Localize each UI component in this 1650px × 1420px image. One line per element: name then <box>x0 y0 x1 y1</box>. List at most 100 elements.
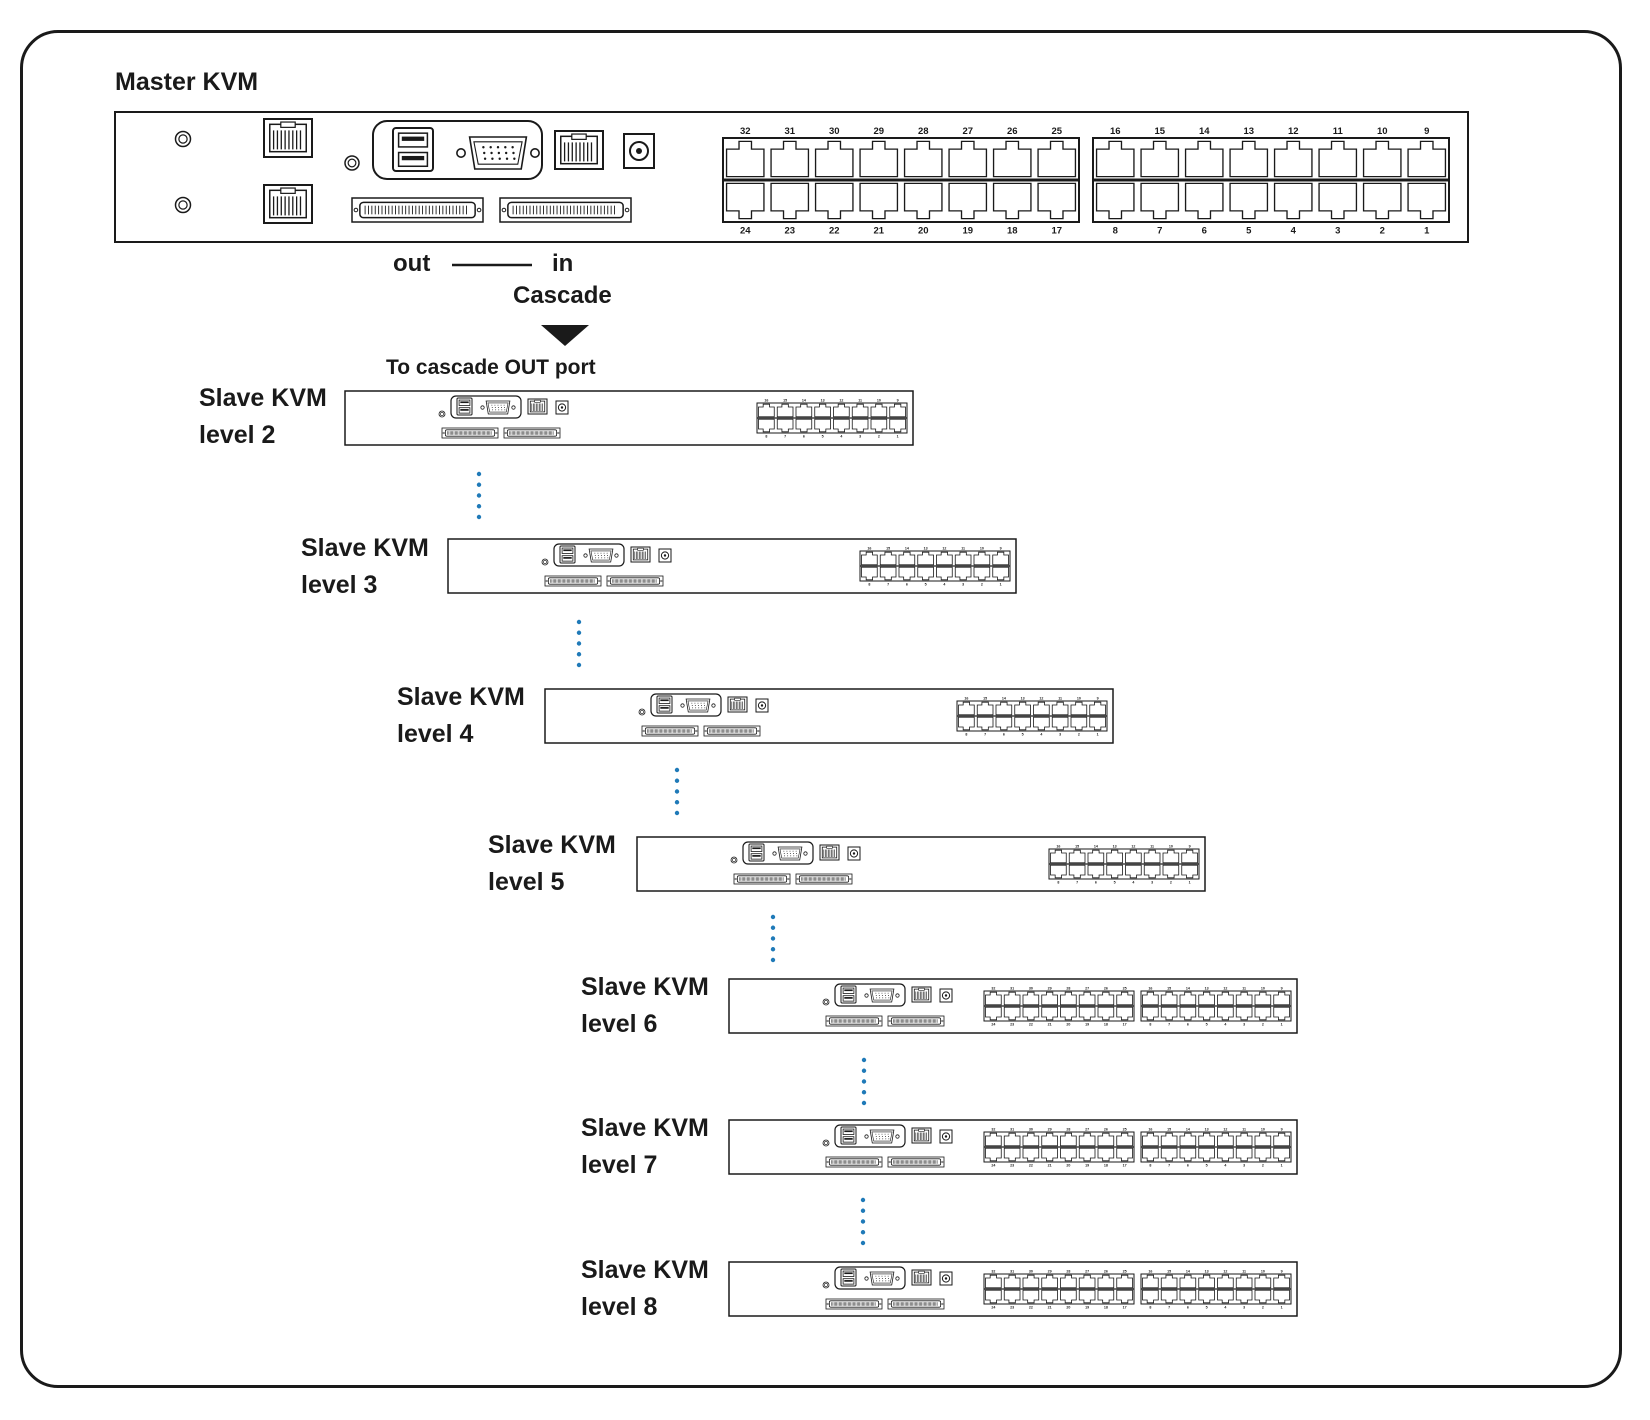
connector-body <box>507 201 624 219</box>
rj45-jack <box>1179 1132 1197 1147</box>
port-number-top: 28 <box>1066 1127 1070 1131</box>
port-number-bottom: 4 <box>840 434 842 438</box>
dotted-connection-dot <box>674 810 680 816</box>
port-number-top: 28 <box>1066 986 1070 990</box>
port-number-bottom: 20 <box>1066 1305 1070 1309</box>
rj45-jack <box>1217 1006 1234 1021</box>
rj45-jack <box>795 403 813 418</box>
vga-pin <box>888 997 890 999</box>
screw-icon <box>660 579 663 583</box>
screw-icon <box>680 703 685 708</box>
port-number-top: 28 <box>1066 1269 1070 1273</box>
port-number-bottom: 1 <box>1097 732 1099 736</box>
screw-icon <box>895 1276 900 1281</box>
rj45-jack <box>861 551 878 566</box>
rj45-jack <box>1051 701 1069 716</box>
rj45-jack <box>1181 864 1198 879</box>
rj45-jack <box>1125 864 1142 879</box>
port-number-top: 11 <box>1242 986 1246 990</box>
slave-level: level 8 <box>581 1293 658 1321</box>
port-number-top: 32 <box>991 1127 995 1131</box>
vga-pin <box>701 707 703 709</box>
vga-pin <box>783 850 785 852</box>
rj45-jack <box>1068 849 1086 864</box>
port-number-top: 14 <box>1094 844 1098 848</box>
rj45-jack <box>936 551 953 566</box>
power-jack-pin <box>944 1135 948 1138</box>
rj45-jack <box>833 418 850 433</box>
port-number-top: 11 <box>961 546 965 550</box>
power-jack-pin <box>663 554 667 557</box>
vga-pin <box>491 157 494 160</box>
vga-pin <box>597 555 599 556</box>
port-number-top: 29 <box>1048 986 1052 990</box>
port-number-top: 15 <box>886 546 890 550</box>
rj45-jack <box>1254 1274 1272 1289</box>
port-number-top: 27 <box>1085 986 1089 990</box>
port-number-bottom: 17 <box>1123 1305 1127 1309</box>
port-number-bottom: 2 <box>1170 880 1172 884</box>
port-number-bottom: 3 <box>1243 1305 1245 1309</box>
port-number-bottom: 8 <box>1113 226 1118 237</box>
rj45-jack <box>954 551 972 566</box>
power-jack-pin <box>944 1277 948 1280</box>
rj45-jack <box>1273 1147 1290 1162</box>
rj45-jack <box>1097 991 1115 1006</box>
port-number-bottom: 6 <box>1003 732 1005 736</box>
port-number-top: 9 <box>1281 1127 1283 1131</box>
rj45-jack <box>1060 1006 1077 1021</box>
port-number-top: 10 <box>980 546 984 550</box>
slave-level: level 5 <box>488 868 565 896</box>
slave-name: Slave KVM <box>199 384 327 412</box>
rj45-jack <box>1318 182 1358 220</box>
rj45-jack <box>1106 864 1123 879</box>
rj45-jack <box>1217 1274 1234 1289</box>
led-indicator-inner <box>178 134 188 144</box>
port-number-top: 12 <box>1223 1269 1227 1273</box>
port-number-top: 29 <box>873 126 884 137</box>
rj45-jack <box>1143 849 1161 864</box>
power-jack-pin <box>852 852 856 855</box>
vga-pin <box>885 1138 887 1140</box>
dotted-connection-dot <box>476 482 482 487</box>
port-number-bottom: 23 <box>1010 1022 1014 1026</box>
port-number-bottom: 6 <box>803 434 805 438</box>
port-number-top: 26 <box>1104 986 1108 990</box>
rj45-jack <box>1160 1132 1178 1147</box>
port-number-top: 13 <box>1205 1269 1209 1273</box>
vga-pin <box>604 557 606 559</box>
vga-pin <box>879 997 881 999</box>
slave-name: Slave KVM <box>488 831 616 859</box>
port-number-bottom: 4 <box>1224 1163 1226 1167</box>
rj45-jack <box>903 140 943 178</box>
usb-port-contacts <box>752 847 761 850</box>
rj45-jack <box>1198 1147 1215 1162</box>
rj45-jack <box>948 182 988 220</box>
vga-pin <box>881 1275 883 1277</box>
port-number-top: 10 <box>1077 696 1081 700</box>
vga-pin <box>694 705 696 706</box>
port-number-top: 11 <box>858 398 862 402</box>
rj45-jack <box>1362 182 1402 220</box>
port-number-bottom: 3 <box>1059 732 1061 736</box>
rj45-jack <box>1003 991 1021 1006</box>
port-number-bottom: 24 <box>991 1022 995 1026</box>
port-number-bottom: 3 <box>1335 226 1340 237</box>
vga-pin <box>881 1278 883 1279</box>
port-number-top: 16 <box>964 696 968 700</box>
rj45-jack <box>1273 991 1290 1006</box>
port-number-top: 10 <box>1261 1127 1265 1131</box>
rj45-jack <box>1179 1274 1197 1289</box>
screw-icon <box>734 877 737 881</box>
dotted-connection-dot <box>860 1197 866 1203</box>
slave-kvm-chassis: 3224312330222921282027192618251716815714… <box>728 978 1298 1034</box>
rj45-jack <box>1229 182 1269 220</box>
rj45-jack <box>1022 1147 1040 1162</box>
rj45-jack <box>859 140 899 178</box>
vga-pin <box>789 853 791 854</box>
rj45-jack <box>1235 1274 1253 1289</box>
vga-pin <box>597 552 599 554</box>
port-number-bottom: 3 <box>1151 880 1153 884</box>
port-number-bottom: 7 <box>1157 226 1162 237</box>
